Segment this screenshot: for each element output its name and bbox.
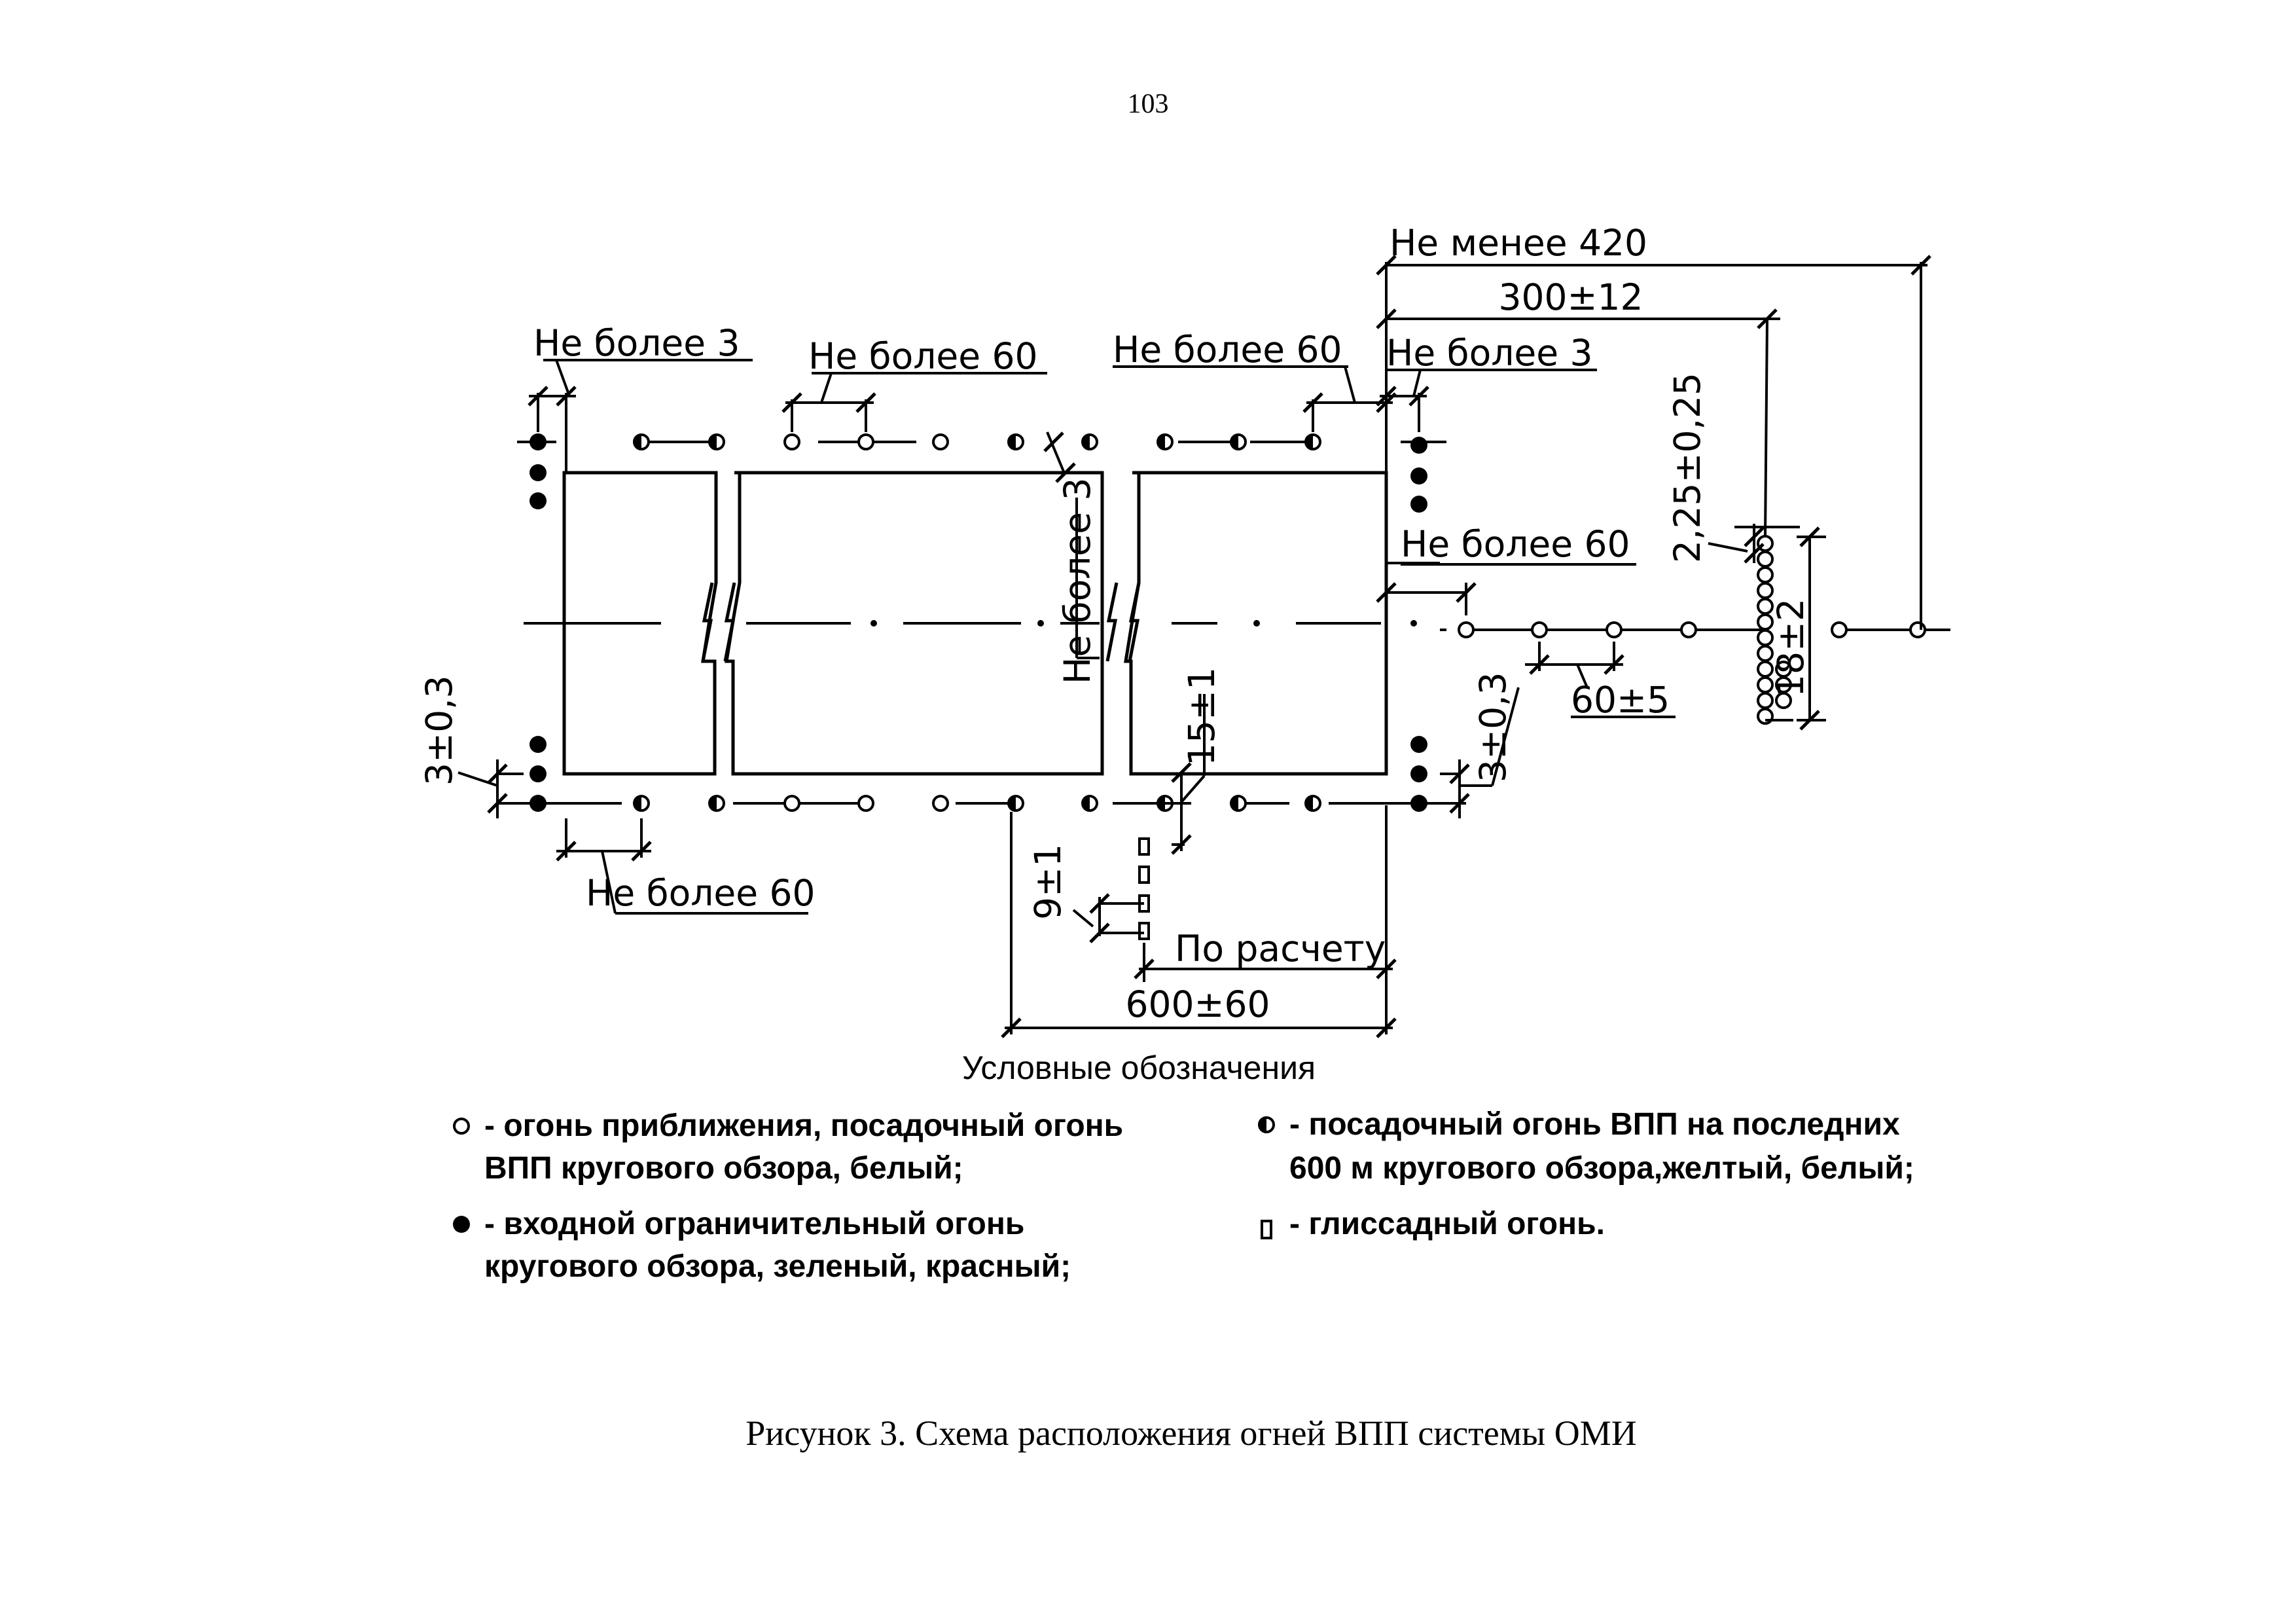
dim-right-approach-first: Не более 60: [1401, 523, 1630, 565]
dim-bottom-left-spacing: Не более 60: [586, 872, 816, 914]
dim-top-left-edge: Не более 3: [533, 322, 740, 364]
dim-top-spacing-left: Не более 60: [808, 335, 1038, 377]
dim-top-far-right: Не менее 420: [1390, 222, 1647, 264]
legend-item-white-circle: - огонь приближения, посадочный огонь ВП…: [453, 1108, 1123, 1186]
half-circle-icon: [1258, 1116, 1275, 1133]
approach-lights: [1440, 535, 1950, 725]
black-circle-icon: [453, 1216, 470, 1233]
page-number: 103: [1128, 89, 1169, 119]
legend-item-line1: - огонь приближения, посадочный огонь: [484, 1108, 1123, 1143]
legend-title: Условные обозначения: [962, 1049, 1316, 1086]
dim-vertical-mid-break: Не более 3: [1056, 477, 1098, 684]
dim-glide-offset: 15±1: [1181, 667, 1223, 766]
runway-break-marks: [701, 582, 1141, 662]
dim-top-spacing-right: Не более 60: [1113, 329, 1342, 371]
legend-item-black-circle: - входной ограничительный огонь круговог…: [453, 1207, 1071, 1284]
white-circle-icon: [453, 1118, 470, 1135]
legend-item-line1: - входной ограничительный огонь: [484, 1207, 1024, 1241]
dim-last-600: 600±60: [1125, 983, 1270, 1025]
legend-item-half-circle: - посадочный огонь ВПП на последних 600 …: [1258, 1107, 1914, 1186]
dim-approach-cross-height: 18±2: [1770, 598, 1812, 697]
dim-approach-spacing: 60±5: [1571, 679, 1670, 721]
figure-caption: Рисунок 3. Схема расположения огней ВПП …: [745, 1413, 1636, 1453]
legend-item-line2: ВПП кругового обзора, белый;: [484, 1151, 963, 1186]
legend-item-glide-rect: - глиссадный огонь.: [1261, 1207, 1605, 1241]
dim-approach-cross-width: 2,25±0,25: [1666, 373, 1708, 563]
legend-item-line1: - глиссадный огонь.: [1289, 1207, 1605, 1241]
dim-top-right: 300±12: [1498, 276, 1643, 318]
runway-centreline: [524, 620, 1417, 627]
glide-light-icon: [1261, 1220, 1272, 1239]
dim-right-threshold-offset: 3±0,3: [1472, 672, 1514, 782]
glide-path-lights: [1138, 837, 1150, 940]
dim-glide-spacing: 9±1: [1027, 844, 1069, 920]
dim-by-calculation: По расчету: [1175, 928, 1386, 970]
dim-left-threshold-offset: 3±0,3: [418, 675, 460, 786]
dimension-labels: Не менее 420 300±12 Не более 3 Не более …: [418, 222, 1812, 1025]
legend-item-line1: - посадочный огонь ВПП на последних: [1289, 1107, 1900, 1142]
legend-item-line2: кругового обзора, зеленый, красный;: [484, 1249, 1071, 1284]
dim-top-right-edge: Не более 3: [1386, 332, 1593, 374]
legend-item-line2: 600 м кругового обзора,желтый, белый;: [1289, 1151, 1914, 1186]
